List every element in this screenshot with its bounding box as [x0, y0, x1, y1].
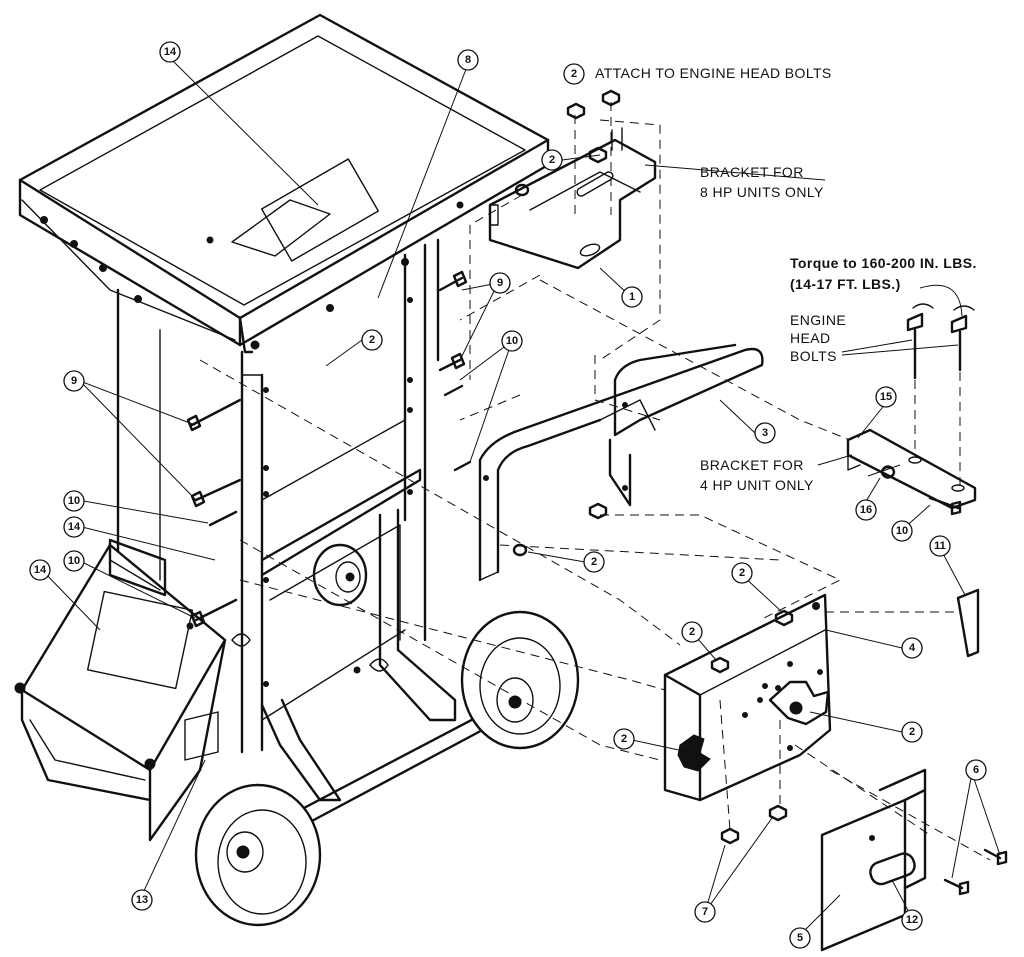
callout-2-plate-right: 2	[901, 721, 923, 743]
callout-13: 13	[131, 889, 153, 911]
svg-text:13: 13	[136, 894, 148, 906]
bracket-4hp	[846, 428, 977, 510]
note-engine-line2: HEAD	[790, 330, 831, 346]
callout-2-hopper: 2	[361, 329, 383, 351]
svg-text:2: 2	[689, 626, 695, 638]
svg-text:16: 16	[860, 504, 872, 516]
svg-text:15: 15	[880, 391, 892, 403]
note-engine-line3: BOLTS	[790, 348, 837, 364]
svg-text:5: 5	[797, 932, 803, 944]
callout-14-left: 14	[63, 516, 85, 538]
callout-9-center: 9	[489, 272, 511, 294]
callout-2-bracket: 2	[541, 149, 563, 171]
callouts: 14 8 2 2 1 9 2 10 9 3 15 16 10 10 14 10 …	[29, 41, 987, 949]
engine-plate	[663, 593, 832, 802]
engine-head-bolts	[906, 303, 975, 380]
callout-16: 16	[855, 499, 877, 521]
hopper	[18, 13, 550, 354]
note-torque-line2: (14-17 FT. LBS.)	[790, 276, 901, 292]
svg-text:1: 1	[629, 291, 635, 303]
svg-text:2: 2	[909, 726, 915, 738]
callout-12: 12	[901, 909, 923, 931]
note-bracket-8hp-line2: 8 HP UNITS ONLY	[700, 184, 824, 200]
svg-text:9: 9	[71, 375, 77, 387]
notes: ATTACH TO ENGINE HEAD BOLTS BRACKET FOR …	[595, 65, 977, 493]
svg-text:2: 2	[549, 154, 555, 166]
callout-3: 3	[754, 422, 776, 444]
callout-10-left-a: 10	[63, 490, 85, 512]
svg-text:10: 10	[68, 495, 80, 507]
callout-5: 5	[789, 927, 811, 949]
assembly-lines	[199, 102, 991, 861]
callout-10-left-b: 10	[63, 550, 85, 572]
svg-text:10: 10	[506, 335, 518, 347]
svg-text:4: 4	[909, 642, 916, 654]
note-bracket-4hp-line1: BRACKET FOR	[700, 457, 804, 473]
callout-14-hopper: 14	[159, 41, 181, 63]
bracket-8hp	[488, 127, 657, 270]
svg-text:7: 7	[702, 906, 708, 918]
svg-text:10: 10	[896, 525, 908, 537]
undercarriage	[194, 508, 580, 927]
belt-guard	[820, 768, 927, 952]
callout-7: 7	[694, 901, 716, 923]
svg-text:2: 2	[739, 567, 745, 579]
callout-2-plate-front: 2	[613, 728, 635, 750]
note-bracket-8hp-line1: BRACKET FOR	[700, 164, 804, 180]
callout-10-right: 10	[891, 520, 913, 542]
svg-text:14: 14	[34, 564, 47, 576]
svg-text:14: 14	[164, 46, 177, 58]
callout-11: 11	[929, 535, 951, 557]
frame	[116, 238, 440, 754]
handle	[478, 343, 764, 582]
note-torque-line1: Torque to 160-200 IN. LBS.	[790, 255, 977, 271]
callout-15: 15	[875, 386, 897, 408]
svg-text:8: 8	[465, 54, 471, 66]
plate-11	[956, 588, 980, 658]
callout-2-attach: 2	[563, 63, 585, 85]
leader-lines	[41, 57, 1001, 936]
callout-2-plate-top: 2	[731, 562, 753, 584]
svg-text:6: 6	[973, 764, 979, 776]
callout-8: 8	[457, 49, 479, 71]
svg-text:11: 11	[934, 540, 946, 552]
svg-text:2: 2	[571, 68, 577, 80]
svg-text:10: 10	[68, 555, 80, 567]
callout-14-chute: 14	[29, 559, 51, 581]
callout-9-left: 9	[63, 370, 85, 392]
svg-text:2: 2	[591, 556, 597, 568]
hopper-bolts	[40, 201, 464, 350]
callout-10-center: 10	[501, 330, 523, 352]
callout-2-handle: 2	[583, 551, 605, 573]
svg-text:12: 12	[906, 914, 918, 926]
note-bracket-4hp-line2: 4 HP UNIT ONLY	[700, 477, 814, 493]
callout-6: 6	[965, 759, 987, 781]
svg-text:14: 14	[68, 521, 81, 533]
svg-text:9: 9	[497, 277, 503, 289]
hardware	[186, 89, 1008, 896]
callout-1: 1	[621, 286, 643, 308]
svg-text:2: 2	[369, 334, 375, 346]
callout-4: 4	[901, 637, 923, 659]
svg-text:3: 3	[762, 427, 768, 439]
callout-2-plate-left: 2	[681, 621, 703, 643]
discharge-chute	[14, 538, 227, 842]
svg-text:2: 2	[621, 733, 627, 745]
note-attach: ATTACH TO ENGINE HEAD BOLTS	[595, 65, 832, 81]
note-engine-line1: ENGINE	[790, 312, 846, 328]
